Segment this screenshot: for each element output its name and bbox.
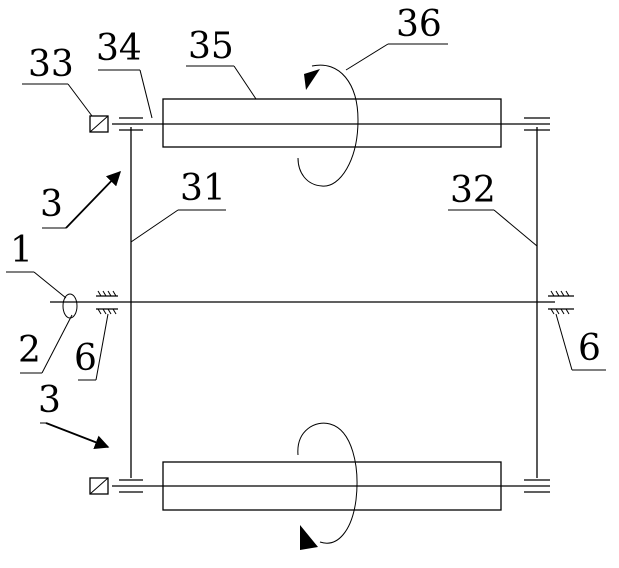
label-35: 35 (188, 26, 234, 67)
top-motor-box (89, 115, 109, 133)
label-6-left: 6 (74, 338, 97, 379)
right-main-bearing (548, 290, 574, 315)
left-main-bearing (96, 290, 118, 315)
bottom-motor-box (89, 477, 109, 495)
label-33: 33 (28, 44, 74, 85)
top-roller-assembly (89, 64, 550, 187)
label-3-lower: 3 (38, 380, 61, 421)
label-31: 31 (180, 168, 226, 209)
label-36: 36 (396, 4, 442, 45)
upper-direction-arrow (65, 170, 121, 229)
label-1: 1 (10, 230, 33, 271)
top-roller-rotation-arrow (297, 64, 359, 187)
label-34: 34 (96, 28, 142, 69)
label-3-upper: 3 (40, 184, 63, 225)
label-2: 2 (18, 330, 41, 371)
bottom-roller (162, 461, 502, 511)
label-32: 32 (450, 170, 496, 211)
top-roller (162, 98, 502, 148)
leader-lines (6, 43, 606, 424)
lower-direction-arrow (45, 422, 110, 450)
bottom-roller-rotation-arrow (297, 422, 358, 544)
bottom-roller-assembly (89, 422, 550, 550)
label-6-right: 6 (578, 328, 601, 369)
